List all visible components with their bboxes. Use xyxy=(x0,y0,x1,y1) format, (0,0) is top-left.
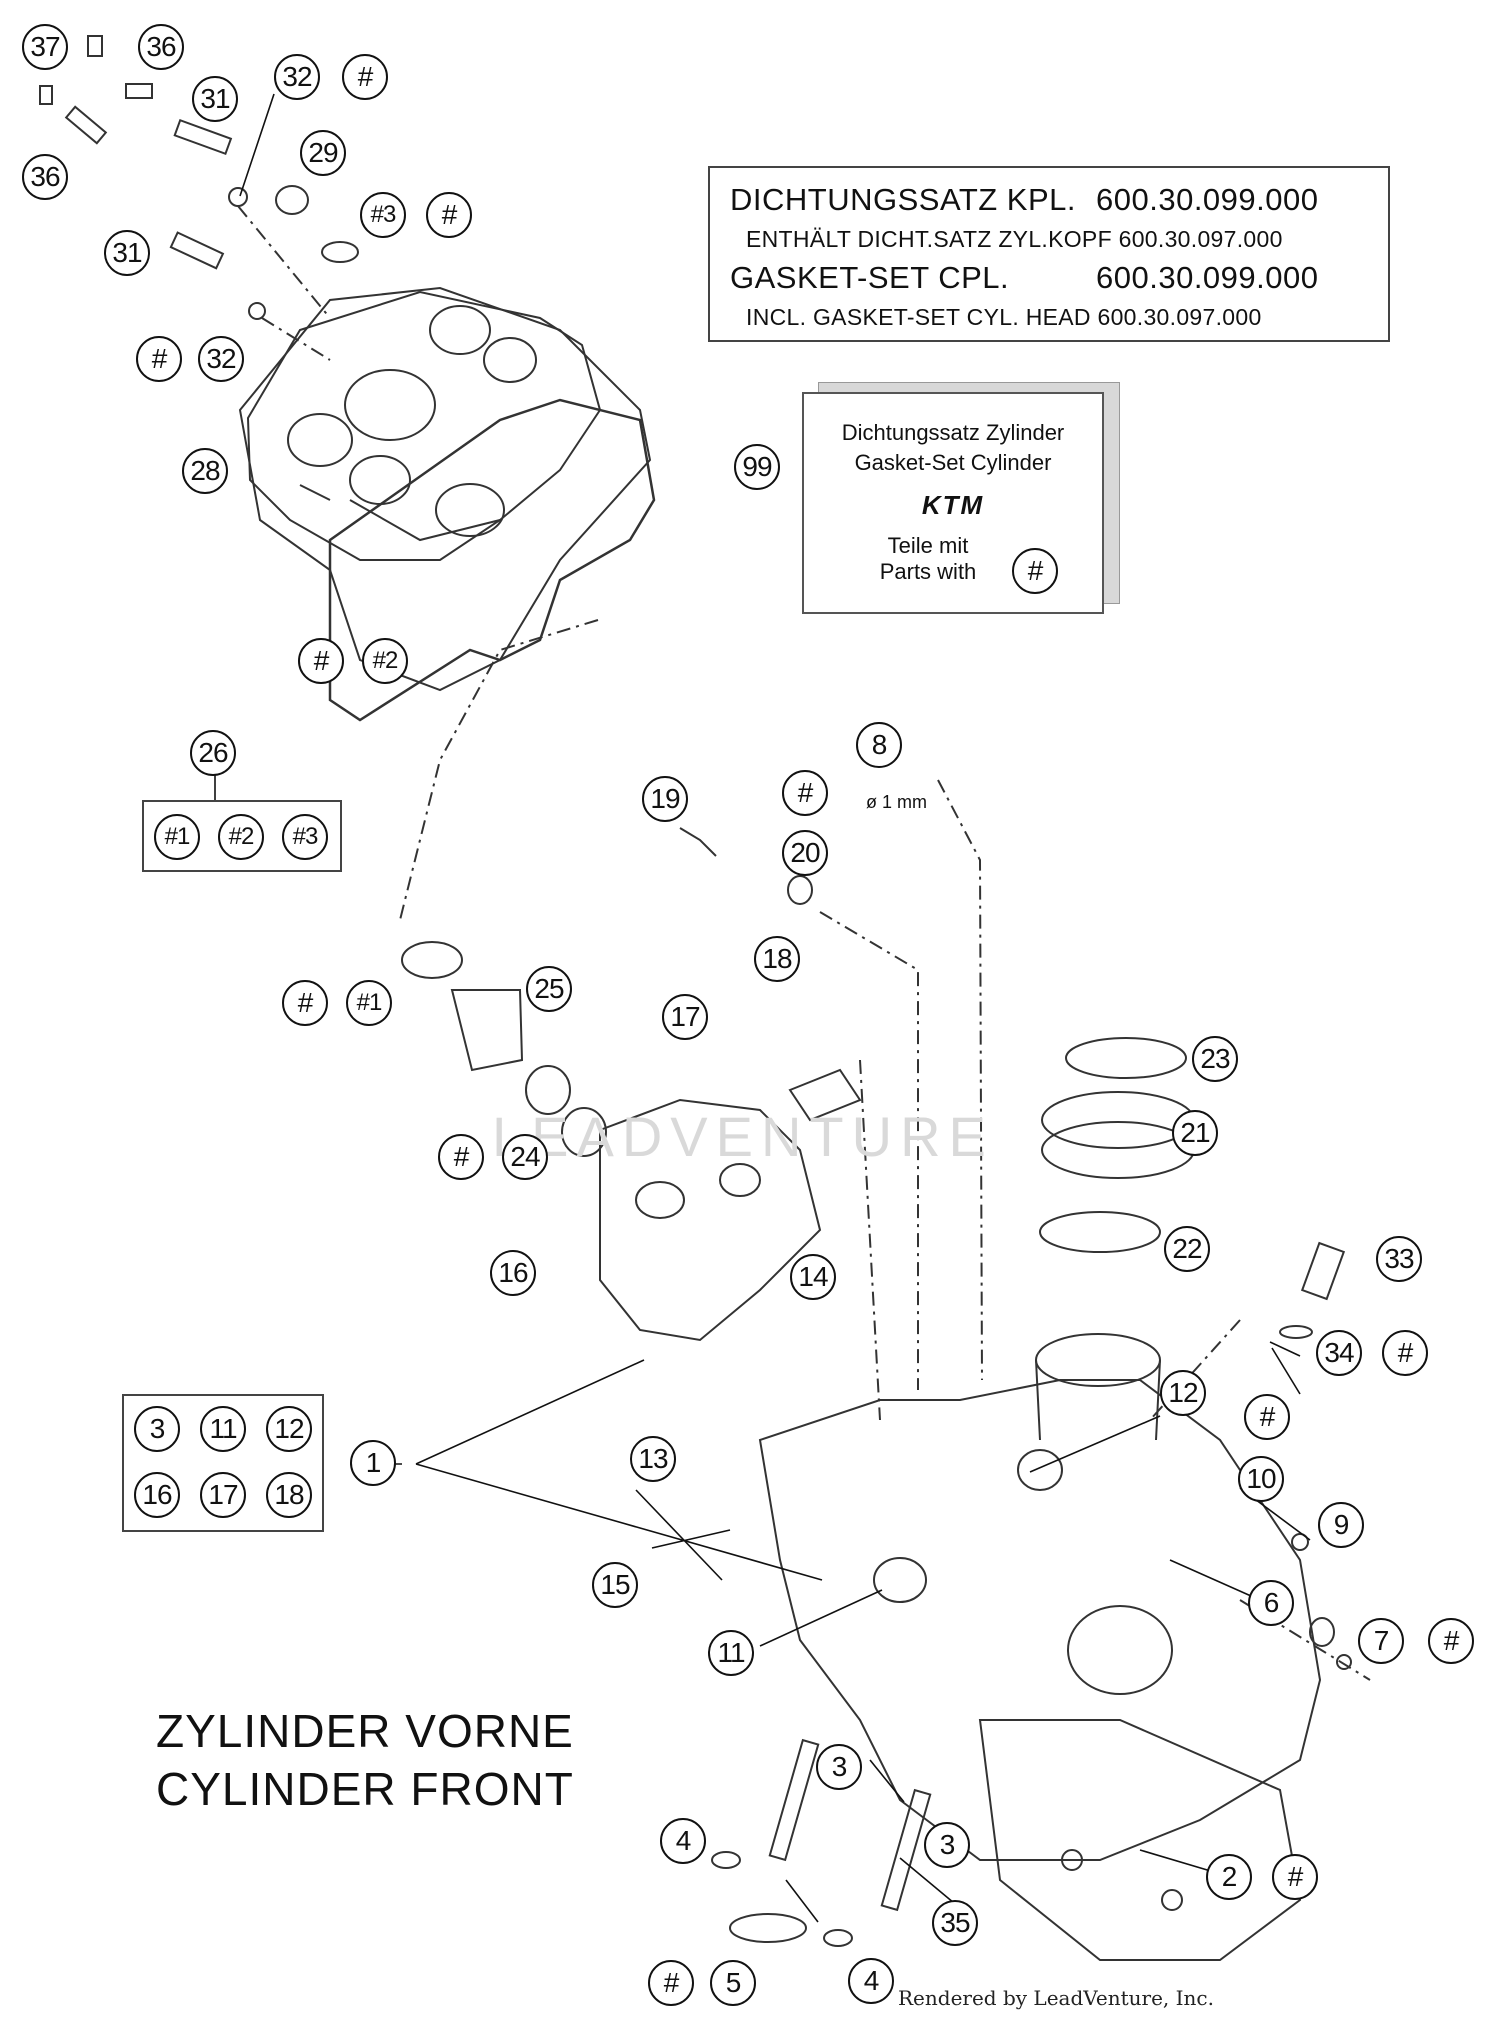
bottom-bolts-drawing xyxy=(711,1738,932,1947)
callout-32[interactable]: 32 xyxy=(274,54,320,100)
callout-hash3-in-26[interactable]: #3 xyxy=(282,814,328,860)
callout-33[interactable]: 33 xyxy=(1376,1236,1422,1282)
callout-26[interactable]: 26 xyxy=(190,730,236,776)
callout-hash2-in-26[interactable]: #2 xyxy=(218,814,264,860)
callout-23[interactable]: 23 xyxy=(1192,1036,1238,1082)
callout-19[interactable]: 19 xyxy=(642,776,688,822)
callout-6[interactable]: 6 xyxy=(1248,1580,1294,1626)
callout-13[interactable]: 13 xyxy=(630,1436,676,1482)
gasket-set-en-number: 600.30.099.000 xyxy=(1096,260,1319,295)
callout-hash[interactable]: # xyxy=(1428,1618,1474,1664)
title-line-de: ZYLINDER VORNE xyxy=(156,1705,574,1757)
callout-2[interactable]: 2 xyxy=(1206,1854,1252,1900)
callout-hash2[interactable]: #2 xyxy=(362,638,408,684)
gasket-set-de-incl: ENTHÄLT DICHT.SATZ ZYL.KOPF 600.30.097.0… xyxy=(746,226,1283,252)
cylinder-head-drawing xyxy=(758,1333,1322,1961)
callout-hash[interactable]: # xyxy=(1272,1854,1318,1900)
callout-hash3[interactable]: #3 xyxy=(360,192,406,238)
kit-box-line-en: Gasket-Set Cylinder xyxy=(854,450,1052,475)
callout-18[interactable]: 18 xyxy=(754,936,800,982)
callout-hash[interactable]: # xyxy=(342,54,388,100)
callout-37[interactable]: 37 xyxy=(22,24,68,70)
top-left-small-parts xyxy=(39,35,359,320)
kit-box-parts-de: Teile mit xyxy=(887,533,969,558)
callout-36[interactable]: 36 xyxy=(138,24,184,70)
callout-32[interactable]: 32 xyxy=(198,336,244,382)
watermark-text: LEADVENTURE xyxy=(492,1105,994,1168)
callout-hash[interactable]: # xyxy=(1244,1394,1290,1440)
callout-16[interactable]: 16 xyxy=(490,1250,536,1296)
callout-3-in-1[interactable]: 3 xyxy=(134,1406,180,1452)
callout-17[interactable]: 17 xyxy=(662,994,708,1040)
group-box-1: 3 11 12 16 17 18 xyxy=(122,1394,324,1532)
intake-clamps-drawing xyxy=(1039,1037,1195,1253)
callout-28[interactable]: 28 xyxy=(182,448,228,494)
callout-35[interactable]: 35 xyxy=(932,1900,978,1946)
solid-leaders xyxy=(214,93,1311,1923)
callout-20[interactable]: 20 xyxy=(782,830,828,876)
gasket-set-de-number: 600.30.099.000 xyxy=(1096,182,1319,217)
callout-17-in-1[interactable]: 17 xyxy=(200,1472,246,1518)
callout-29[interactable]: 29 xyxy=(300,130,346,176)
callout-hash[interactable]: # xyxy=(426,192,472,238)
callout-hash[interactable]: # xyxy=(438,1134,484,1180)
callout-4[interactable]: 4 xyxy=(848,1958,894,2004)
callout-14[interactable]: 14 xyxy=(790,1254,836,1300)
callout-99[interactable]: 99 xyxy=(734,444,780,490)
dimension-label: ø 1 mm xyxy=(866,792,927,812)
callout-hash[interactable]: # xyxy=(648,1960,694,2006)
kit-box-line-de: Dichtungssatz Zylinder xyxy=(841,420,1065,445)
callout-hash1-in-26[interactable]: #1 xyxy=(154,814,200,860)
ktm-logo: KTM xyxy=(921,490,985,520)
callout-31[interactable]: 31 xyxy=(104,230,150,276)
callout-25[interactable]: 25 xyxy=(526,966,572,1012)
callout-3[interactable]: 3 xyxy=(816,1744,862,1790)
callout-hash[interactable]: # xyxy=(298,638,344,684)
callout-4[interactable]: 4 xyxy=(660,1818,706,1864)
gasket-set-en-incl: INCL. GASKET-SET CYL. HEAD 600.30.097.00… xyxy=(746,304,1262,330)
callout-1[interactable]: 1 xyxy=(350,1440,396,1486)
pipe-fittings-drawing xyxy=(401,827,862,1157)
callout-11-in-1[interactable]: 11 xyxy=(200,1406,246,1452)
callout-31[interactable]: 31 xyxy=(192,76,238,122)
right-sensors-drawing xyxy=(1279,1241,1352,1670)
callout-10[interactable]: 10 xyxy=(1238,1456,1284,1502)
title-line-en: CYLINDER FRONT xyxy=(156,1763,574,1815)
callout-hash1[interactable]: #1 xyxy=(346,980,392,1026)
render-credit: Rendered by LeadVenture, Inc. xyxy=(898,1986,1214,2010)
group-box-26: #1 #2 #3 xyxy=(142,800,342,872)
valve-cover-drawing xyxy=(238,286,652,692)
callout-hash[interactable]: # xyxy=(1382,1330,1428,1376)
callout-9[interactable]: 9 xyxy=(1318,1502,1364,1548)
callout-7[interactable]: 7 xyxy=(1358,1618,1404,1664)
callout-11[interactable]: 11 xyxy=(708,1630,754,1676)
callout-5[interactable]: 5 xyxy=(710,1960,756,2006)
callout-34[interactable]: 34 xyxy=(1316,1330,1362,1376)
callout-15[interactable]: 15 xyxy=(592,1562,638,1608)
callout-24[interactable]: 24 xyxy=(502,1134,548,1180)
kit-box-hash-callout[interactable]: # xyxy=(1012,548,1058,594)
callout-36[interactable]: 36 xyxy=(22,154,68,200)
valve-cover-gasket xyxy=(328,398,656,722)
callout-3[interactable]: 3 xyxy=(924,1822,970,1868)
callout-8[interactable]: 8 xyxy=(856,722,902,768)
kit-box-parts-en: Parts with xyxy=(879,559,977,584)
callout-hash[interactable]: # xyxy=(136,336,182,382)
cam-bracket-drawing xyxy=(599,1098,822,1342)
gasket-set-en-label: GASKET-SET CPL. xyxy=(730,260,1010,295)
callout-hash[interactable]: # xyxy=(282,980,328,1026)
gasket-set-box: DICHTUNGSSATZ KPL. 600.30.099.000 ENTHÄL… xyxy=(708,166,1390,342)
callout-hash[interactable]: # xyxy=(782,770,828,816)
gasket-kit-box: Dichtungssatz Zylinder Gasket-Set Cylind… xyxy=(802,392,1104,614)
callout-12[interactable]: 12 xyxy=(1160,1370,1206,1416)
gasket-set-de-label: DICHTUNGSSATZ KPL. xyxy=(730,182,1077,217)
callout-18-in-1[interactable]: 18 xyxy=(266,1472,312,1518)
callout-16-in-1[interactable]: 16 xyxy=(134,1472,180,1518)
callout-21[interactable]: 21 xyxy=(1172,1110,1218,1156)
dashdot-leaders xyxy=(237,205,1371,1681)
diagram-title: ZYLINDER VORNE CYLINDER FRONT xyxy=(156,1702,574,1818)
callout-12-in-1[interactable]: 12 xyxy=(266,1406,312,1452)
callout-22[interactable]: 22 xyxy=(1164,1226,1210,1272)
